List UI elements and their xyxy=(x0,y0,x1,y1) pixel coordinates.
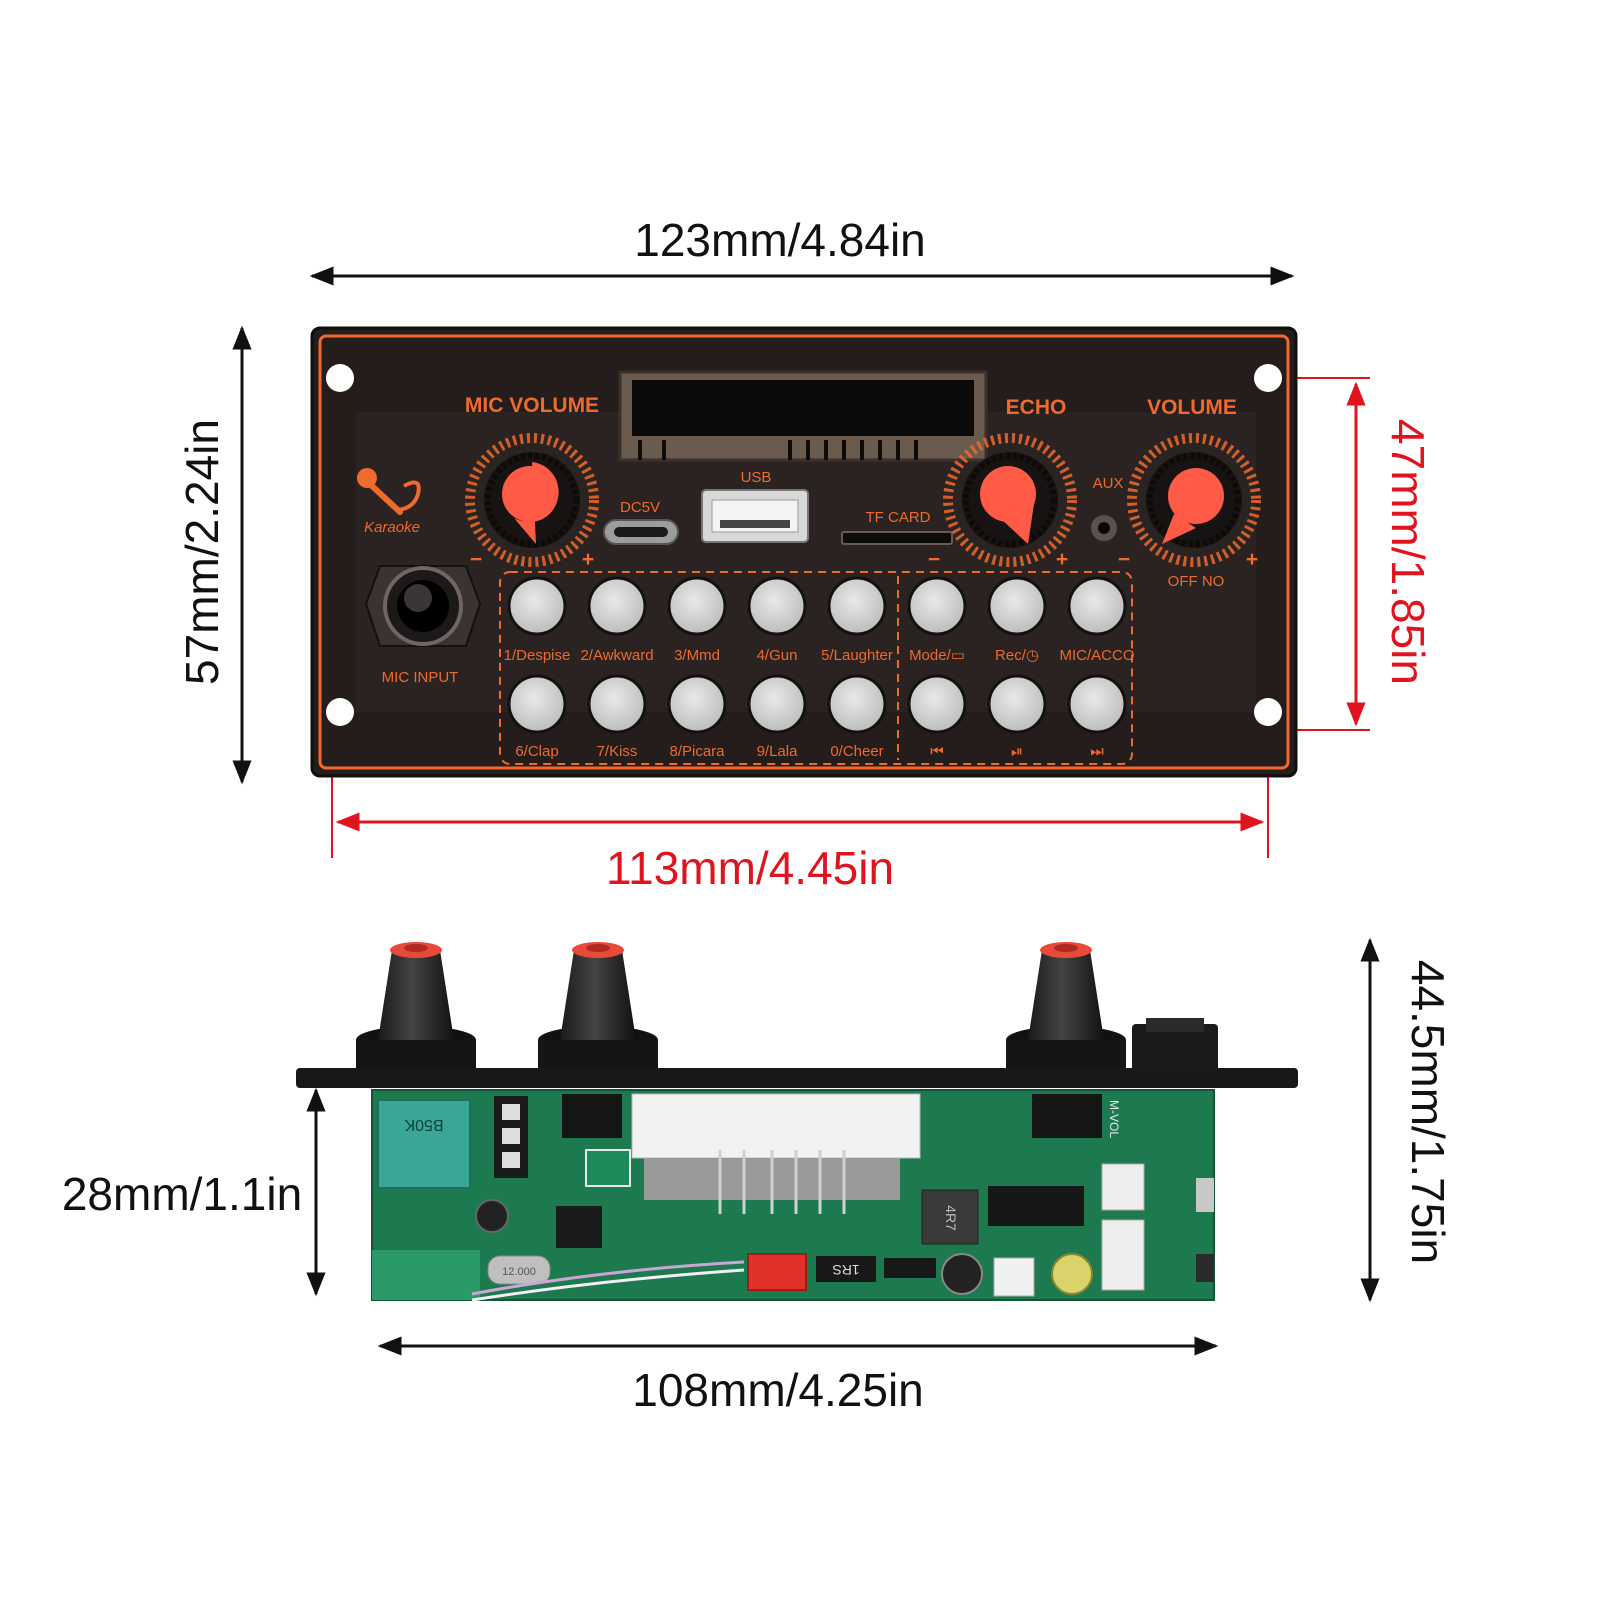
panel-button-top-1[interactable] xyxy=(507,576,567,636)
panel-button-label-top-4: 4/Gun xyxy=(757,647,798,664)
aux-label: AUX xyxy=(1093,475,1124,492)
aux-jack[interactable] xyxy=(1091,515,1117,541)
crystal-label: 12.000 xyxy=(502,1266,536,1278)
button-grid: 1/Despise 2/Awkward 3/Mmd 4/Gun 5/Laughter Mo… xyxy=(504,576,1135,760)
panel-button-bottom-5[interactable] xyxy=(827,674,887,734)
dim-depth-label: 44.5mm/1.75in xyxy=(1402,960,1454,1264)
off-no-label: OFF NO xyxy=(1168,573,1225,590)
echo-plus: + xyxy=(1056,548,1068,571)
usb-c-port[interactable] xyxy=(603,519,679,545)
side-knob-1[interactable] xyxy=(356,942,476,1068)
front-panel: MIC VOLUME ECHO VOLUME USB DC5V TF CARD … xyxy=(310,326,1298,778)
panel-button-bottom-8[interactable] xyxy=(1067,674,1127,734)
panel-button-bottom-6[interactable] xyxy=(907,674,967,734)
mic-volume-label: MIC VOLUME xyxy=(465,394,599,417)
red-connector xyxy=(747,1253,807,1291)
tf-card-slot[interactable] xyxy=(841,531,953,545)
pcb-board: B50K 12.000 1RS 4R7 xyxy=(371,1089,1215,1302)
b50k-potentiometer xyxy=(377,1099,471,1189)
panel-button-bottom-2[interactable] xyxy=(587,674,647,734)
panel-button-top-2[interactable] xyxy=(587,576,647,636)
volume-label: VOLUME xyxy=(1147,396,1237,419)
panel-button-label-bottom-6: ⏮ xyxy=(930,743,944,760)
panel-button-top-7[interactable] xyxy=(987,576,1047,636)
panel-button-label-bottom-3: 8/Picara xyxy=(669,743,725,760)
mic-volume-knob[interactable] xyxy=(465,433,599,567)
panel-button-label-bottom-1: 6/Clap xyxy=(515,743,558,760)
panel-button-top-5[interactable] xyxy=(827,576,887,636)
panel-button-label-top-7: Rec/◷ xyxy=(995,647,1039,664)
mic-volume-minus: − xyxy=(470,548,482,571)
karaoke-text: Karaoke xyxy=(364,519,420,536)
panel-button-label-top-1: 1/Despise xyxy=(504,647,571,664)
panel-button-label-bottom-8: ⏭ xyxy=(1090,743,1104,760)
mic-input-jack[interactable] xyxy=(364,565,482,647)
usb-label: USB xyxy=(741,469,772,486)
side-view: B50K 12.000 1RS 4R7 xyxy=(62,937,1454,1416)
mount-hole-br xyxy=(1254,698,1282,726)
mount-hole-tl xyxy=(326,364,354,392)
panel-button-bottom-1[interactable] xyxy=(507,674,567,734)
dim-hole-width-label: 113mm/4.45in xyxy=(606,842,894,894)
mount-hole-tr xyxy=(1254,364,1282,392)
volume-minus: − xyxy=(1118,548,1130,571)
panel-button-top-4[interactable] xyxy=(747,576,807,636)
panel-button-top-8[interactable] xyxy=(1067,576,1127,636)
mount-hole-bl xyxy=(326,698,354,726)
panel-button-bottom-7[interactable] xyxy=(987,674,1047,734)
panel-button-label-top-3: 3/Mmd xyxy=(674,647,720,664)
panel-button-bottom-4[interactable] xyxy=(747,674,807,734)
panel-button-top-6[interactable] xyxy=(907,576,967,636)
dim-board-height-label: 28mm/1.1in xyxy=(62,1168,302,1220)
dim-front-width-label: 123mm/4.84in xyxy=(634,214,926,266)
panel-button-label-top-2: 2/Awkward xyxy=(580,647,653,664)
display-window xyxy=(618,370,988,462)
mic-input-label: MIC INPUT xyxy=(382,669,459,686)
tf-card-label: TF CARD xyxy=(866,509,931,526)
panel-button-label-top-6: Mode/▭ xyxy=(909,647,965,664)
mvol-label: M-VOL xyxy=(1107,1100,1121,1138)
panel-button-label-bottom-4: 9/Lala xyxy=(757,743,799,760)
echo-label: ECHO xyxy=(1006,396,1067,419)
volume-plus: + xyxy=(1246,548,1258,571)
volume-knob[interactable] xyxy=(1127,433,1261,567)
dim-front-height-label: 57mm/2.24in xyxy=(176,419,228,685)
dim-board-width-label: 108mm/4.25in xyxy=(632,1364,924,1416)
mic-volume-plus: + xyxy=(582,548,594,571)
dc5v-label: DC5V xyxy=(620,499,660,516)
panel-button-label-bottom-2: 7/Kiss xyxy=(597,743,638,760)
karaoke-logo: Karaoke xyxy=(357,468,421,536)
panel-button-label-top-5: 5/Laughter xyxy=(821,647,893,664)
panel-button-top-3[interactable] xyxy=(667,576,727,636)
usb-a-port[interactable] xyxy=(701,489,809,543)
side-knob-3[interactable] xyxy=(1006,942,1126,1068)
panel-button-bottom-3[interactable] xyxy=(667,674,727,734)
echo-knob[interactable] xyxy=(943,433,1077,567)
dim-hole-height-label: 47mm/1.85in xyxy=(1382,419,1434,685)
pot-label: B50K xyxy=(404,1116,443,1133)
echo-minus: − xyxy=(928,548,940,571)
side-mic-jack xyxy=(1132,1018,1218,1072)
diode-label: 1RS xyxy=(832,1262,859,1278)
panel-button-label-bottom-7: ⏯ xyxy=(1011,743,1023,760)
panel-button-label-bottom-5: 0/Cheer xyxy=(830,743,883,760)
panel-button-label-top-8: MIC/ACCO xyxy=(1060,647,1135,664)
side-panel-plate xyxy=(296,1068,1298,1088)
side-knob-2[interactable] xyxy=(538,942,658,1068)
inductor-label: 4R7 xyxy=(943,1205,959,1231)
button-group-border xyxy=(499,571,1133,765)
